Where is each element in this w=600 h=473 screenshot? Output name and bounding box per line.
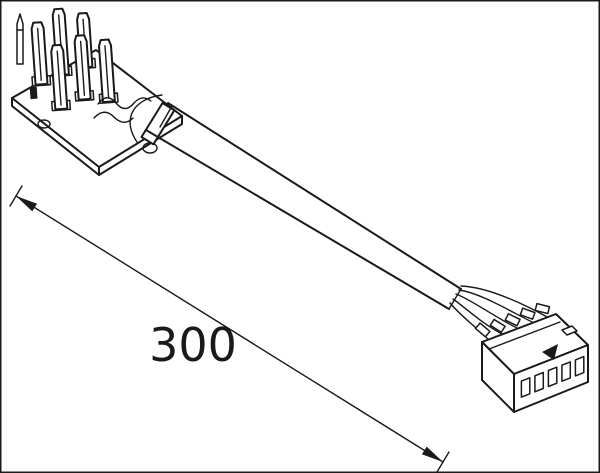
spade-terminal: [30, 21, 52, 87]
lead-wires: [93, 97, 152, 123]
connector-housing: [481, 313, 589, 413]
housing-top-detail: [488, 321, 561, 350]
cable-jacket-end: [448, 288, 462, 310]
wire-bundle: [449, 285, 551, 341]
crimp-contacts: [474, 302, 551, 338]
cable-jacket-start: [159, 105, 173, 128]
housing-left-face: [481, 341, 515, 413]
latch: [542, 344, 558, 360]
dimension-label: 300: [149, 318, 237, 372]
mounting-hole: [37, 119, 51, 129]
terminal-block: [11, 7, 183, 176]
spade-terminal: [73, 34, 95, 102]
cable: [145, 102, 462, 310]
dimension-arrow-end: [421, 446, 443, 462]
dimension: 300: [9, 185, 450, 473]
connector-slots: [520, 355, 585, 398]
locating-pin: [16, 13, 24, 65]
polarization-rib: [561, 325, 578, 336]
dimension-line: [15, 195, 444, 463]
spade-terminals: [29, 7, 119, 112]
solder-pin: [29, 86, 38, 100]
spade-terminal: [50, 43, 72, 112]
dimension-arrow-start: [16, 196, 38, 212]
